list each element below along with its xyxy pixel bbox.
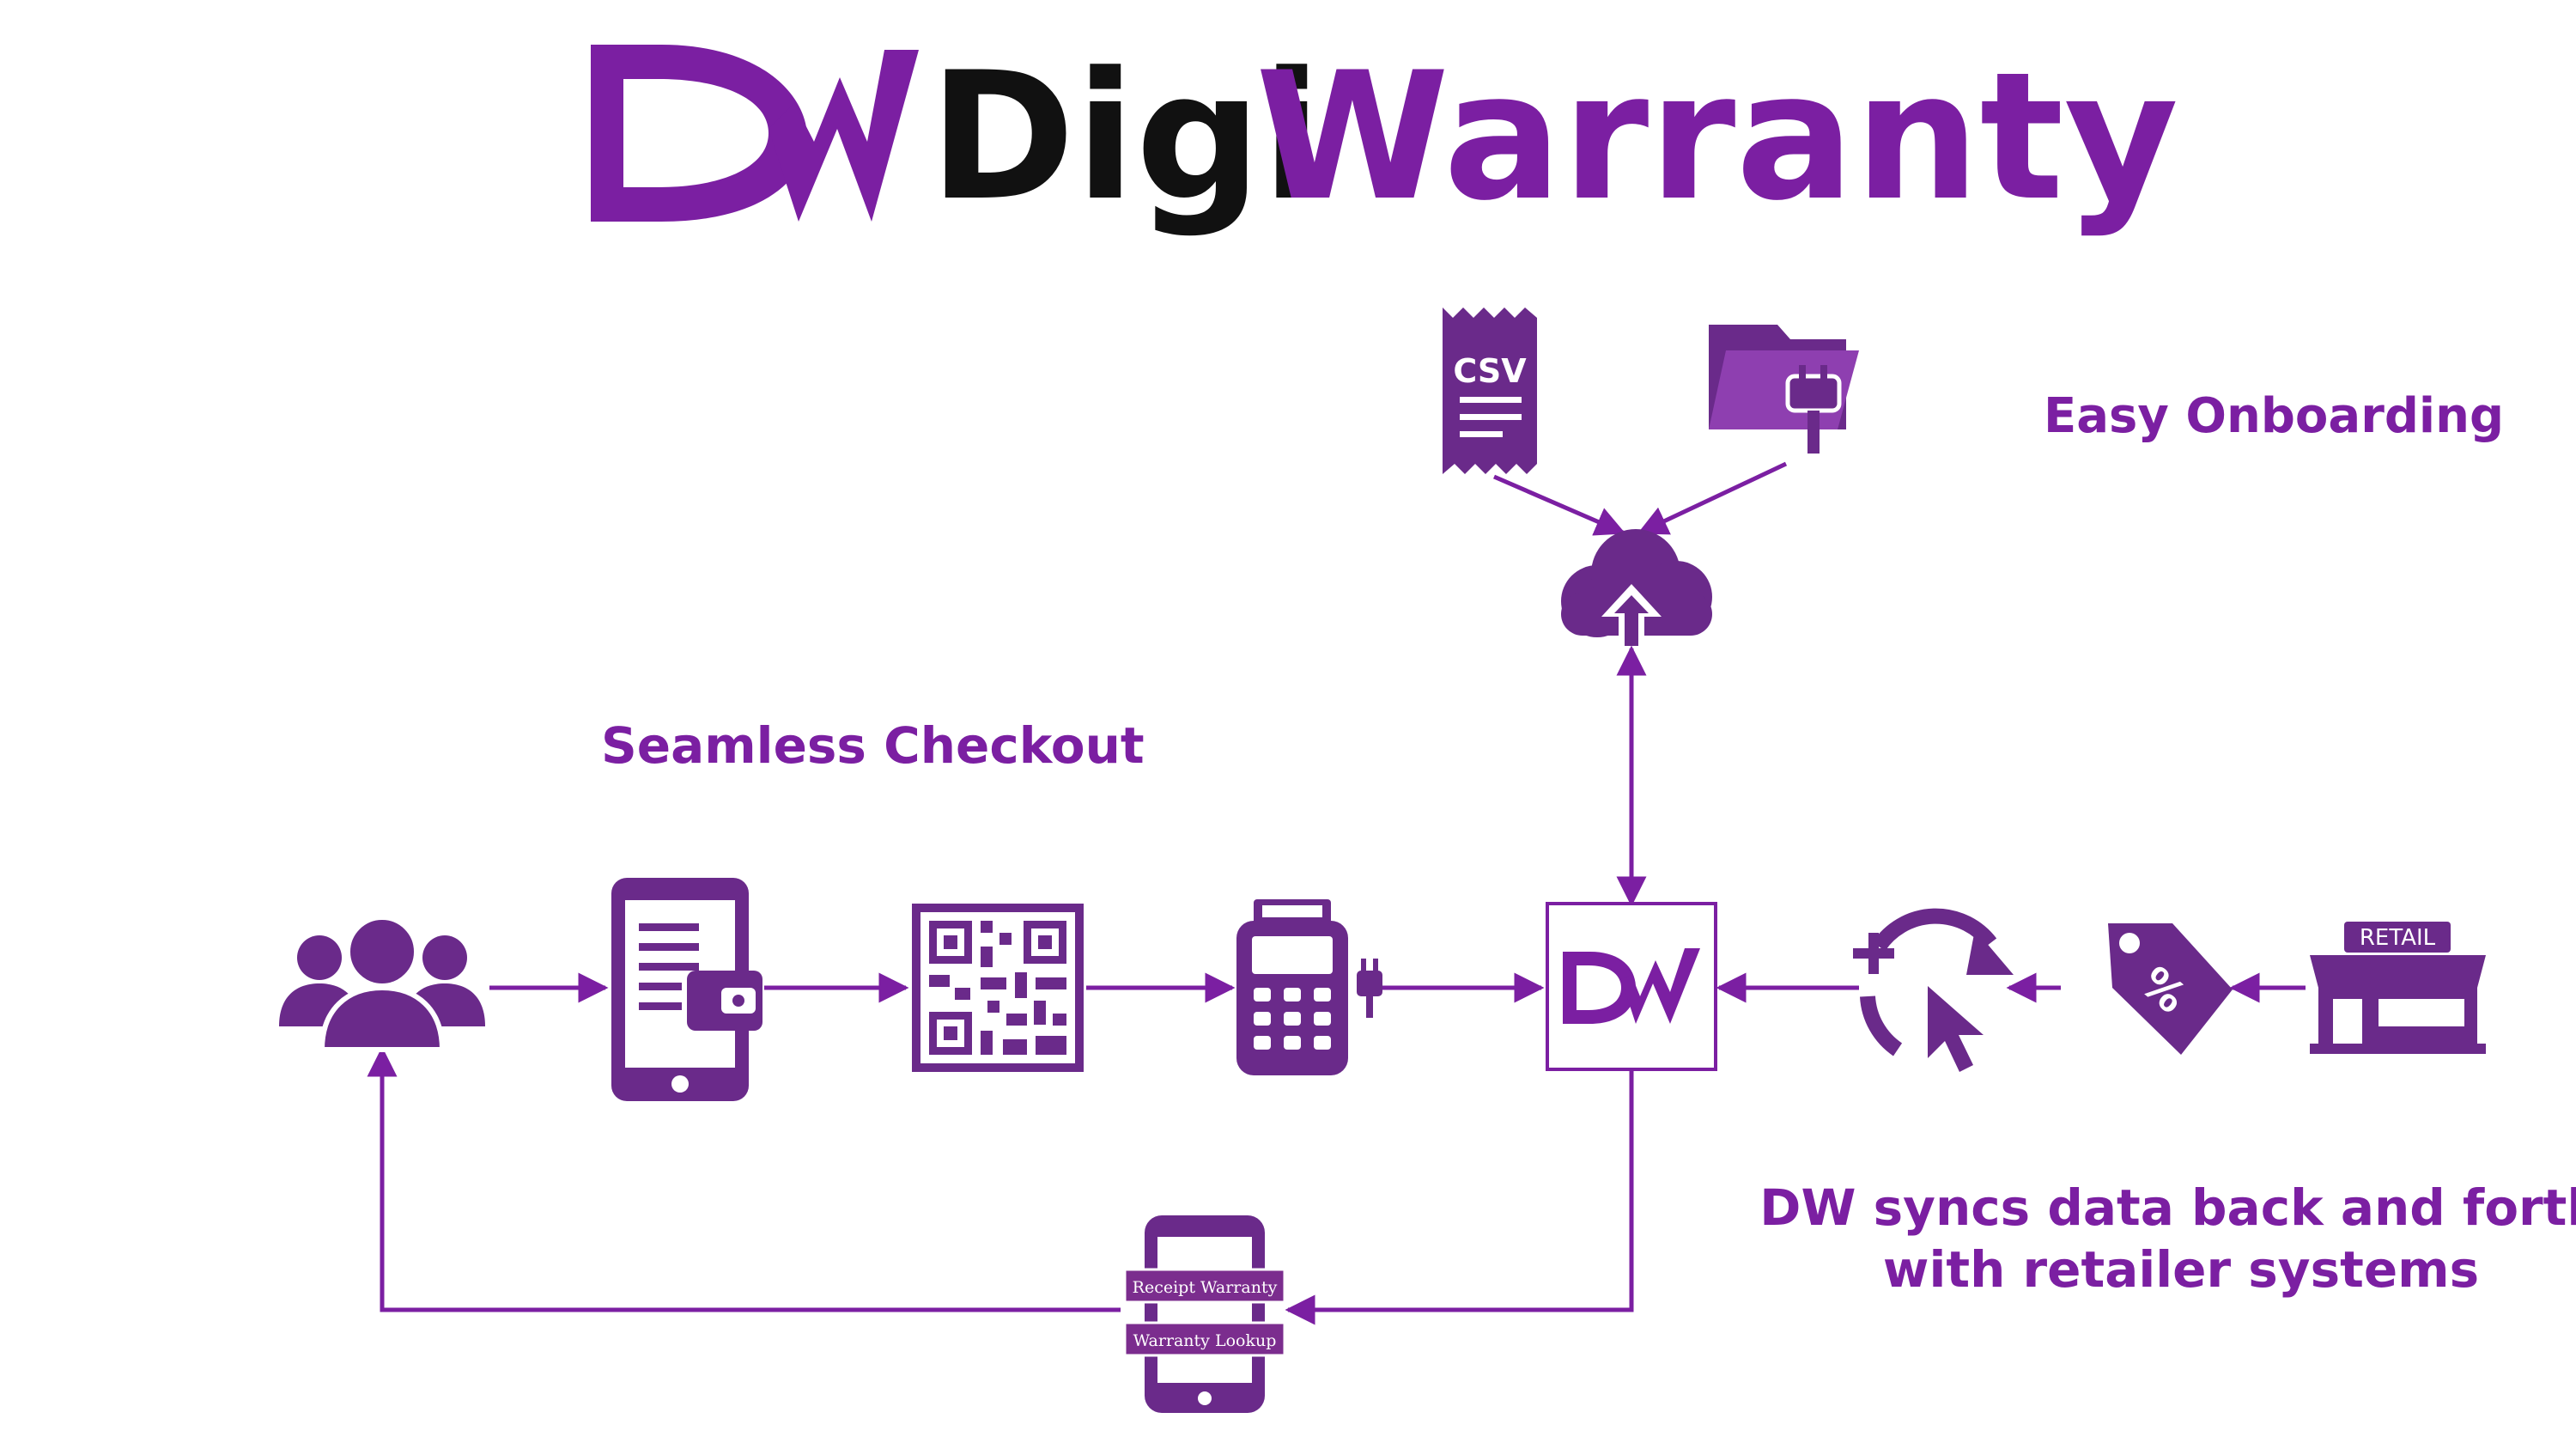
retail-sign-text: RETAIL (2360, 925, 2436, 951)
warranty-lookup-button[interactable] (1123, 1321, 1286, 1357)
logo-text-digi: Digi (929, 35, 1321, 240)
arrow-csv-to-cloud (1493, 474, 1626, 536)
csv-receipt-icon: CSV (1443, 307, 1537, 474)
logo-text-warranty: Warranty (1255, 35, 2178, 240)
sync-cursor-icon (1853, 908, 2014, 1072)
dw-hub (1546, 902, 1717, 1071)
receipt-warranty-label: Receipt Warranty (1133, 1278, 1278, 1297)
discount-tag-icon: % (2108, 923, 2233, 1055)
arrow-folder-to-cloud (1637, 461, 1788, 535)
arrow-phone-to-users (367, 1046, 1121, 1312)
retail-store-icon: RETAIL (2310, 922, 2486, 1054)
tablet-wallet-icon (611, 878, 762, 1101)
folder-plug-icon (1709, 325, 1859, 454)
seamless-checkout-label: Seamless Checkout (601, 716, 1145, 775)
pos-terminal-icon (1236, 899, 1382, 1075)
dw-logo-mark (591, 45, 919, 222)
warranty-lookup-label: Warranty Lookup (1133, 1331, 1277, 1350)
receipt-warranty-button[interactable] (1123, 1268, 1286, 1304)
arrow-dw-to-phone (1285, 1069, 1634, 1325)
dw-syncs-label: DW syncs data back and forth with retail… (1759, 1178, 2576, 1299)
users-icon (279, 915, 485, 1052)
qr-code-icon (912, 904, 1084, 1072)
digiwarranty-logo: Digi Warranty (591, 35, 2178, 240)
csv-label: CSV (1453, 352, 1527, 390)
easy-onboarding-label: Easy Onboarding (2044, 388, 2505, 444)
cloud-upload-icon (1561, 529, 1712, 646)
connectors (367, 461, 2306, 1325)
phone-receipt-icon: Receipt Warranty Warranty Lookup (1123, 1215, 1286, 1413)
